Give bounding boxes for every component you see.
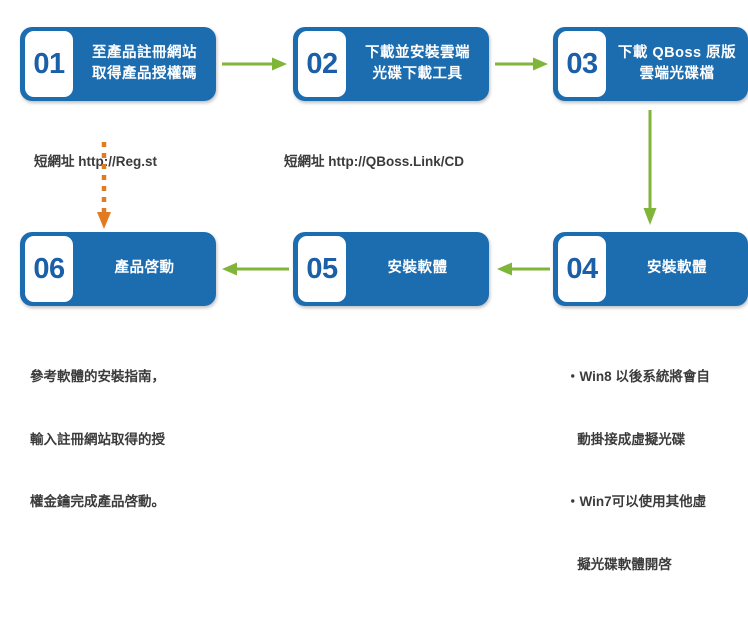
step-label-05: 安裝軟體 (346, 232, 489, 306)
step-label-03-line-2: 雲端光碟檔 (639, 66, 715, 82)
step-number-panel-04: 04 (558, 236, 606, 302)
step-number-06: 06 (33, 252, 65, 285)
arrow-right-icon-01-to-02 (222, 55, 288, 73)
step-label-02: 下載並安裝雲端 光碟下載工具 (346, 27, 489, 101)
step-label-05-line-1: 安裝軟體 (387, 260, 448, 277)
step-number-panel-05: 05 (298, 236, 346, 302)
step-number-05: 05 (306, 252, 338, 285)
step-number-03: 03 (566, 47, 598, 80)
step-label-04: 安裝軟體 (606, 232, 748, 306)
arrow-right-icon-02-to-03 (495, 55, 549, 73)
step-label-04-line-1: 安裝軟體 (647, 260, 707, 277)
step-label-02-line-2: 光碟下載工具 (372, 66, 463, 82)
step-caption-02-line-1: 短網址 http://QBoss.Link/CD (284, 153, 464, 169)
step-caption-06-line-1: 參考軟體的安裝指南， (30, 368, 165, 384)
step-caption-01-line-1: 短網址 http://Reg.st (34, 153, 157, 169)
step-label-03: 下載 QBoss 原版 雲端光碟檔 (606, 27, 748, 101)
flowchart-canvas: 01 至產品註冊網站 取得產品授權碼 短網址 http://Reg.st 02 … (20, 27, 748, 572)
step-label-03-line-1: 下載 QBoss 原版 (617, 44, 737, 61)
step-label-02-line-1: 下載並安裝雲端 (365, 44, 470, 61)
step-label-01-line-1: 至產品註冊網站 (92, 44, 197, 61)
step-number-02: 02 (306, 47, 338, 80)
step-caption-04-line-4: 擬光碟軟體開啓 (566, 557, 672, 573)
step-box-04[interactable]: 04 安裝軟體 (553, 232, 748, 306)
step-box-03[interactable]: 03 下載 QBoss 原版 雲端光碟檔 (553, 27, 748, 101)
arrow-down-dashed-icon-01-to-06 (95, 142, 113, 232)
step-caption-01: 短網址 http://Reg.st (34, 110, 157, 215)
step-number-panel-03: 03 (558, 31, 606, 97)
step-box-05[interactable]: 05 安裝軟體 (293, 232, 489, 306)
step-number-01: 01 (33, 47, 65, 80)
step-caption-06-line-3: 權金鑰完成產品啓動。 (30, 494, 165, 510)
step-label-01: 至產品註冊網站 取得產品授權碼 (73, 27, 216, 101)
step-box-06[interactable]: 06 產品啓動 (20, 232, 216, 306)
step-caption-04: ・Win8 以後系統將會自 動掛接成虛擬光碟 ・Win7可以使用其他虛 擬光碟軟… (566, 325, 710, 618)
step-label-06: 產品啓動 (73, 232, 216, 306)
step-box-02[interactable]: 02 下載並安裝雲端 光碟下載工具 (293, 27, 489, 101)
step-label-01-line-2: 取得產品授權碼 (92, 66, 197, 82)
step-caption-04-line-3: ・Win7可以使用其他虛 (566, 494, 707, 510)
step-box-01[interactable]: 01 至產品註冊網站 取得產品授權碼 (20, 27, 216, 101)
step-caption-04-line-2: 動掛接成虛擬光碟 (566, 431, 686, 447)
step-number-panel-01: 01 (25, 31, 73, 97)
step-number-04: 04 (566, 252, 598, 285)
step-number-panel-06: 06 (25, 236, 73, 302)
step-caption-06: 參考軟體的安裝指南， 輸入註冊網站取得的授 權金鑰完成產品啓動。 (30, 325, 165, 555)
step-caption-04-line-1: ・Win8 以後系統將會自 (566, 368, 710, 384)
step-caption-02: 短網址 http://QBoss.Link/CD (284, 110, 464, 215)
step-caption-06-line-2: 輸入註冊網站取得的授 (30, 431, 165, 447)
arrow-left-icon-04-to-05 (496, 260, 550, 278)
step-label-06-line-1: 產品啓動 (114, 260, 175, 277)
step-number-panel-02: 02 (298, 31, 346, 97)
arrow-left-icon-05-to-06 (221, 260, 289, 278)
arrow-down-icon-03-to-04 (641, 110, 659, 226)
